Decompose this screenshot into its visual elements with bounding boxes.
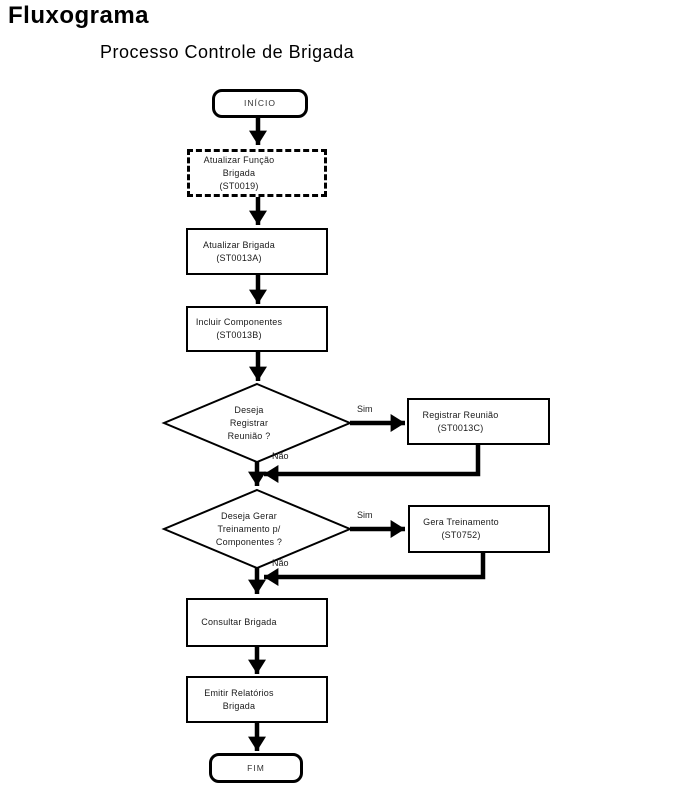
decision-gerar-treinamento-label: Deseja Gerar Treinamento p/ Componentes … bbox=[215, 511, 283, 547]
process-incluir-componentes: Incluir Componentes (ST0013B) bbox=[186, 306, 328, 352]
terminator-fim-label: FIM bbox=[247, 762, 265, 773]
process-atualizar-brigada: Atualizar Brigada (ST0013A) bbox=[186, 228, 328, 275]
process-consultar-brigada-label: Consultar Brigada bbox=[201, 617, 277, 627]
terminator-fim: FIM bbox=[209, 753, 303, 783]
process-atualizar-funcao-brigada-label: Atualizar Função Brigada (ST0019) bbox=[203, 154, 275, 191]
decision-registrar-reuniao-label: Deseja Registrar Reunião ? bbox=[227, 405, 271, 441]
process-registrar-reuniao: Registrar Reunião (ST0013C) bbox=[407, 398, 550, 445]
process-atualizar-funcao-brigada: Atualizar Função Brigada (ST0019) bbox=[187, 149, 327, 197]
process-consultar-brigada: Consultar Brigada bbox=[186, 598, 328, 647]
process-gera-treinamento-label: Gera Treinamento (ST0752) bbox=[423, 517, 499, 540]
process-emitir-relatorios: Emitir Relatórios Brigada bbox=[186, 676, 328, 723]
process-registrar-reuniao-label: Registrar Reunião (ST0013C) bbox=[422, 409, 499, 433]
arrow-gera-treinamento-return bbox=[264, 553, 486, 586]
edge-label-nao-2: Não bbox=[272, 558, 289, 568]
process-gera-treinamento: Gera Treinamento (ST0752) bbox=[408, 505, 550, 553]
edge-label-sim-2: Sim bbox=[357, 510, 373, 520]
terminator-inicio-label: INÍCIO bbox=[244, 98, 276, 108]
page-title: Fluxograma bbox=[8, 2, 150, 29]
edge-label-sim-1: Sim bbox=[357, 404, 373, 414]
diagram-subtitle: Processo Controle de Brigada bbox=[100, 42, 355, 62]
edge-label-nao-1: Não bbox=[272, 451, 289, 461]
process-atualizar-brigada-label: Atualizar Brigada (ST0013A) bbox=[203, 239, 275, 263]
process-emitir-relatorios-label: Emitir Relatórios Brigada bbox=[204, 687, 274, 711]
process-incluir-componentes-label: Incluir Componentes (ST0013B) bbox=[195, 317, 283, 340]
terminator-inicio: INÍCIO bbox=[212, 89, 308, 118]
arrow-registrar-reuniao-return bbox=[264, 445, 481, 483]
